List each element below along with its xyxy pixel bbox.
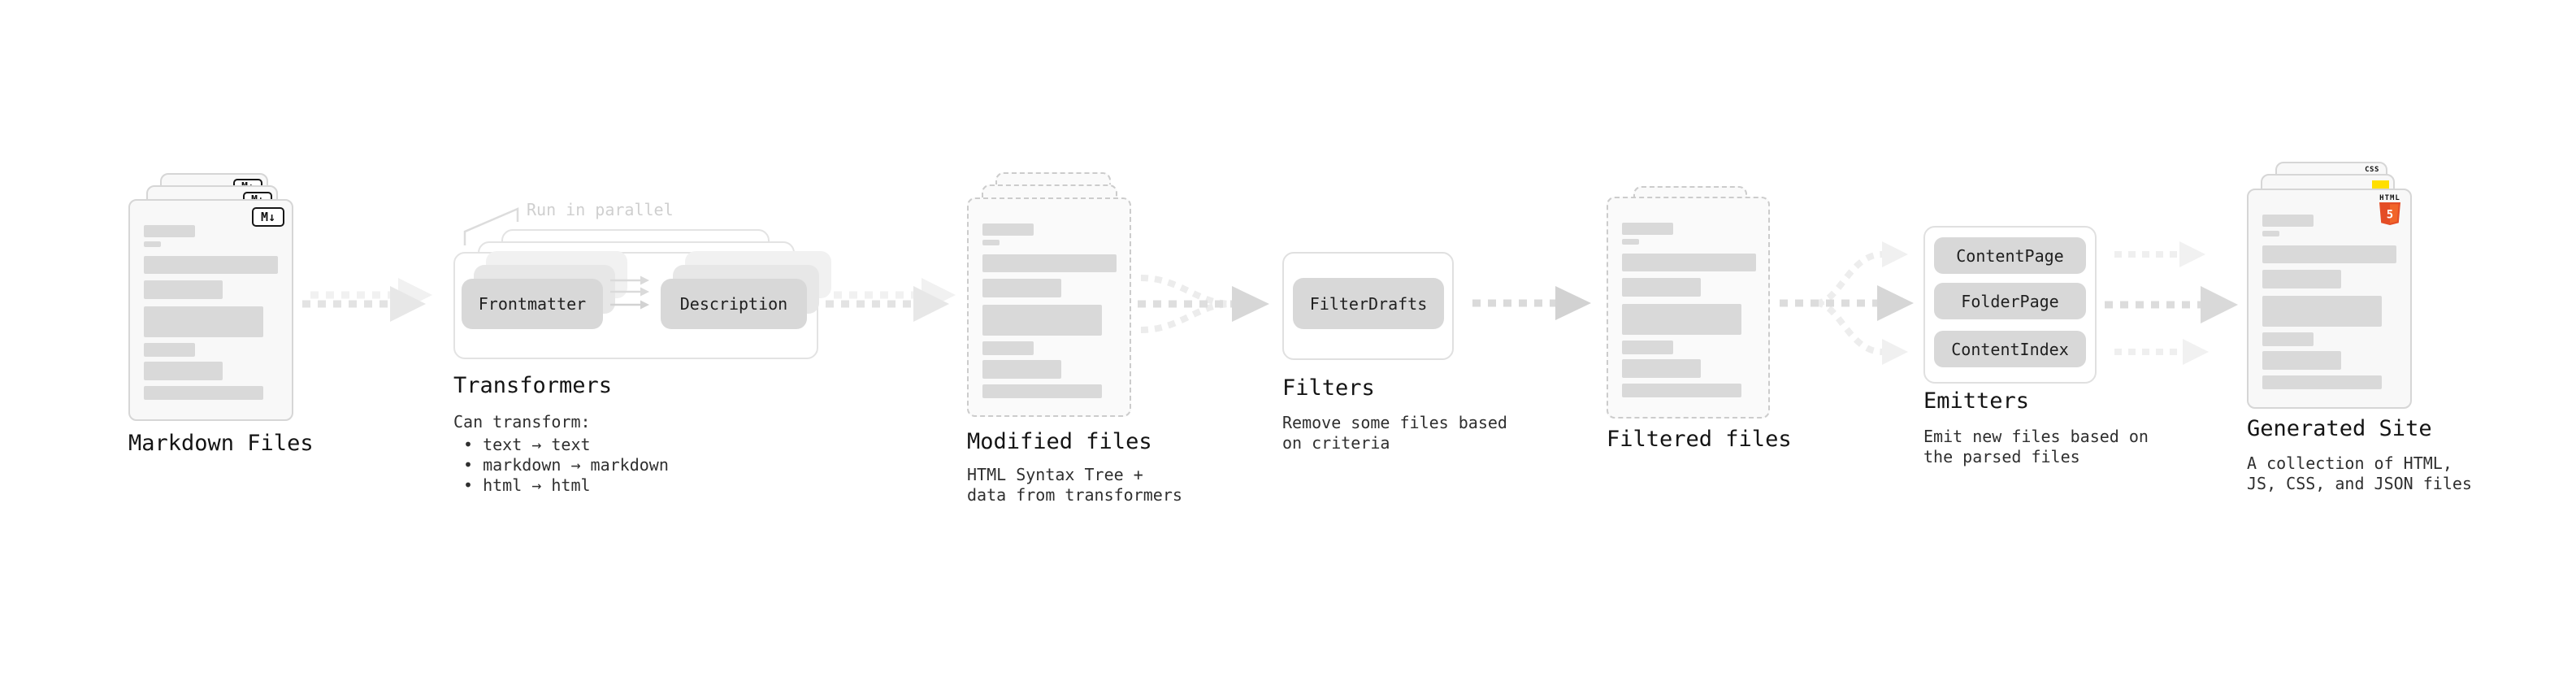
- transformer-pill-description: Description: [661, 279, 807, 329]
- flow-triple-arrow-icon: [2105, 241, 2238, 365]
- modified-file-card-front: [967, 197, 1131, 417]
- svg-text:5: 5: [2387, 209, 2393, 222]
- flow-diverge-arrow-icon: [1780, 241, 1914, 365]
- file-content-placeholder: [1622, 223, 1756, 397]
- filters-desc: Remove some files based: [1282, 413, 1507, 432]
- modified-files-desc: data from transformers: [967, 485, 1182, 505]
- stage-label-emitters: Emitters: [1923, 388, 2030, 414]
- stage-label-transformers: Transformers: [453, 373, 613, 398]
- flow-arrow-icon: [826, 278, 956, 322]
- file-content-placeholder: [144, 225, 278, 400]
- generated-site-desc: JS, CSS, and JSON files: [2247, 474, 2472, 493]
- stage-label-filters: Filters: [1282, 375, 1375, 401]
- emitters-desc: the parsed files: [1923, 447, 2080, 466]
- transformers-bullet: • html → html: [463, 475, 591, 495]
- emitter-pill-contentindex: ContentIndex: [1934, 331, 2086, 367]
- flow-arrow-icon: [302, 278, 432, 322]
- transformers-bullet: • markdown → markdown: [463, 455, 669, 475]
- generated-file-card-html: HTML 5: [2247, 189, 2412, 409]
- html5-icon: HTML 5: [2379, 194, 2400, 225]
- markdown-icon: M↓: [252, 207, 284, 227]
- callout-line: [463, 207, 519, 245]
- filtered-file-card-front: [1607, 197, 1770, 419]
- stage-label-modified-files: Modified files: [967, 429, 1152, 454]
- transformers-desc-title: Can transform:: [453, 412, 591, 432]
- emitter-pill-folderpage: FolderPage: [1934, 283, 2086, 319]
- generated-site-desc: A collection of HTML,: [2247, 453, 2452, 473]
- file-content-placeholder: [982, 223, 1117, 398]
- filter-pill-filterdrafts: FilterDrafts: [1293, 278, 1444, 329]
- js-icon: [2372, 180, 2389, 189]
- run-in-parallel-note: Run in parallel: [527, 200, 674, 219]
- transformer-pill-frontmatter: Frontmatter: [462, 279, 603, 329]
- file-content-placeholder: [2262, 215, 2396, 389]
- modified-files-desc: HTML Syntax Tree +: [967, 465, 1143, 484]
- flow-arrow-icon: [1472, 286, 1591, 320]
- emitters-desc: Emit new files based on: [1923, 427, 2149, 446]
- stage-label-filtered-files: Filtered files: [1607, 427, 1792, 452]
- pill-arrows-icon: [610, 275, 649, 310]
- flow-converge-arrow-icon: [1138, 275, 1269, 333]
- stage-label-markdown-files: Markdown Files: [128, 431, 314, 456]
- transformers-bullet: • text → text: [463, 435, 591, 454]
- filters-desc: on criteria: [1282, 433, 1390, 453]
- stage-label-generated-site: Generated Site: [2247, 416, 2432, 441]
- markdown-file-card-front: M↓: [128, 199, 293, 421]
- emitter-pill-contentpage: ContentPage: [1934, 237, 2086, 274]
